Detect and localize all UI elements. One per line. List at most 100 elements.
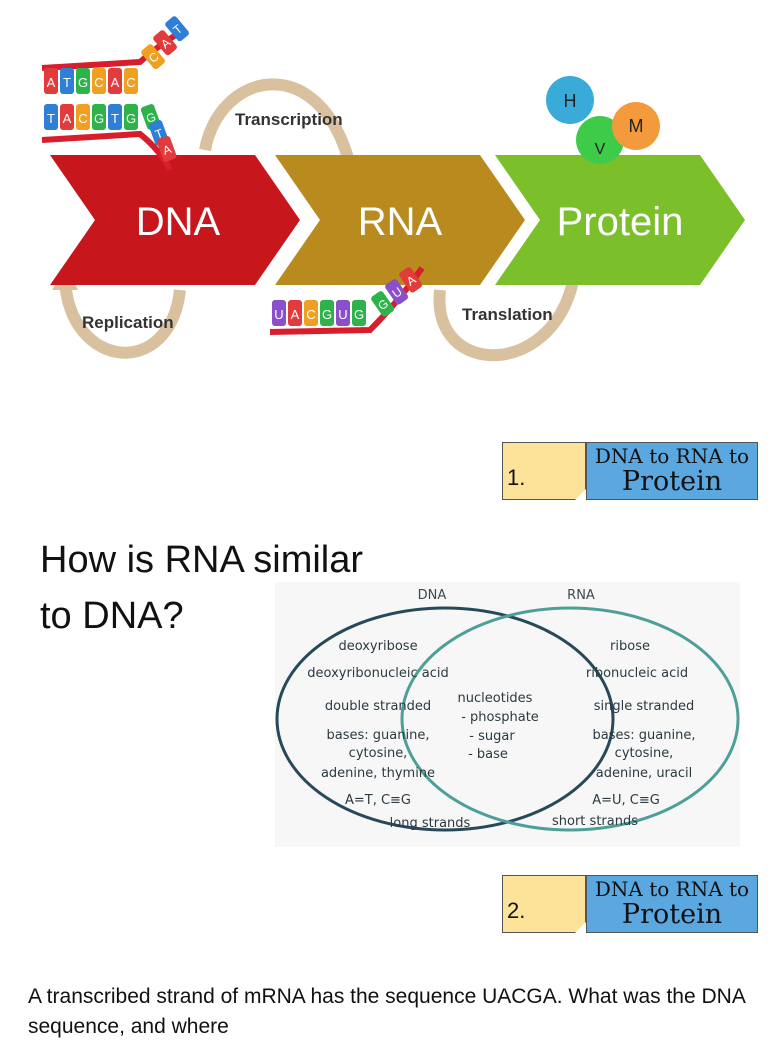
dna-bottom-base-tile [76, 104, 90, 130]
venn-rna-item: bases: guanine, [593, 728, 696, 743]
dna-top-base-tile [141, 44, 165, 70]
question-line-2: to DNA? [40, 595, 184, 637]
replication-cycle-arrow [59, 279, 186, 359]
slide-number-2-text: 2. [507, 898, 526, 923]
dna-bottom-base-tile [156, 136, 177, 162]
dna-top-base-tile [60, 68, 74, 94]
venn-shared-item: - base [468, 747, 508, 762]
rna-base-tile [320, 300, 334, 326]
slide-title-1-line2: Protein [621, 466, 723, 497]
venn-dna-circle [275, 606, 615, 832]
rna-chevron [275, 155, 525, 285]
amino-acid-m: M [629, 116, 644, 136]
dna-top-base-tile [76, 68, 90, 94]
rna-base-letter: U [274, 307, 283, 322]
dna-bottom-base-tile [124, 104, 138, 130]
dna-label: DNA [136, 200, 221, 244]
dna-top-base-letter: C [126, 75, 135, 90]
dna-top-base-letter: T [63, 75, 71, 90]
dna-top-base-tile [124, 68, 138, 94]
venn-rna-item: ribose [610, 639, 650, 654]
rna-base-tile [385, 279, 409, 305]
dna-top-base-letter: C [94, 75, 103, 90]
dna-bottom-base-tile [60, 104, 74, 130]
dna-bottom-base-letter: A [63, 111, 72, 126]
venn-rna-item: A=U, C≡G [592, 793, 660, 808]
dna-bottom-base-letter: C [78, 111, 87, 126]
dna-top-base-tile [92, 68, 106, 94]
dna-bottom-base-letter: G [126, 111, 136, 126]
folded-corner-icon [575, 488, 587, 500]
folded-corner-icon [575, 921, 587, 933]
venn-rna-circle [400, 606, 740, 832]
venn-dna-item: deoxyribose [338, 639, 417, 654]
slide-number-1-text: 1. [507, 465, 526, 490]
rna-base-tile [288, 300, 302, 326]
dna-top-base-tile [165, 16, 189, 42]
mrna-question-text: A transcribed strand of mRNA has the seq… [28, 985, 745, 1038]
rna-base-tile [336, 300, 350, 326]
dna-top-base-letter: A [47, 75, 56, 90]
venn-shared-item: - sugar [469, 729, 515, 744]
transcription-cycle-arrow [199, 78, 356, 167]
venn-rna-only-items: ribose ribonucleic acid single stranded bas… [552, 639, 695, 829]
venn-dna-title: DNA [418, 588, 447, 603]
venn-dna-item: deoxyribonucleic acid [307, 666, 448, 681]
dna-bottom-base-letter: T [111, 111, 119, 126]
protein-chevron [495, 155, 745, 285]
central-dogma-diagram: DNA RNA Protein Transcription Replicatio… [41, 16, 745, 362]
rna-base-tile [371, 291, 395, 317]
rna-label: RNA [358, 200, 443, 244]
rna-base-letter: U [338, 307, 347, 322]
amino-acid-m-bead [612, 102, 660, 150]
rna-base-letter: C [306, 307, 315, 322]
question-line-1: How is RNA similar [40, 539, 364, 581]
dna-chevron [50, 155, 300, 285]
slide-number-2: 2. [502, 875, 587, 933]
slide-title-1: DNA to RNA to Protein [586, 442, 758, 500]
dna-bottom-base-tile [108, 104, 122, 130]
slide-title-2: DNA to RNA to Protein [586, 875, 758, 933]
venn-rna-item: single stranded [594, 699, 695, 714]
venn-rna-title: RNA [567, 588, 595, 603]
rna-base-letter: A [291, 307, 300, 322]
slide-title-2-line2: Protein [621, 899, 723, 930]
rna-base-tile [304, 300, 318, 326]
dna-top-base-letter: G [78, 75, 88, 90]
venn-rna-item: short strands [552, 814, 638, 829]
venn-dna-item: cytosine, [349, 746, 408, 761]
dna-rna-venn-diagram: DNA RNA deoxyribose deoxyribonucleic acid… [275, 582, 740, 847]
dna-top-base-tile [108, 68, 122, 94]
rna-base-tile [352, 300, 366, 326]
dna-top-base-tile [44, 68, 58, 94]
venn-dna-item: A=T, C≡G [345, 793, 411, 808]
translation-label: Translation [462, 305, 553, 324]
rna-base-tile [399, 267, 423, 293]
venn-rna-item: cytosine, [615, 746, 674, 761]
replication-label: Replication [82, 313, 174, 332]
rna-base-letter: G [354, 307, 364, 322]
venn-shared-item: nucleotides [458, 691, 533, 706]
dna-bottom-base-letter: G [94, 111, 104, 126]
dna-top-base-tile [153, 30, 177, 56]
amino-acid-v-bead [576, 116, 624, 164]
dna-top-base-letter: A [111, 75, 120, 90]
amino-acid-v: V [595, 141, 606, 158]
translation-cycle-arrow [433, 269, 581, 362]
slide-tag-2: 2. DNA to RNA to Protein [502, 875, 758, 933]
slide-title-1-line1: DNA to RNA to [594, 444, 750, 468]
venn-dna-item: long strands [390, 816, 471, 831]
protein-label: Protein [557, 200, 684, 244]
amino-acid-h-bead [546, 76, 594, 124]
rna-base-letter: G [322, 307, 332, 322]
venn-shared-item: - phosphate [461, 710, 539, 725]
venn-shared-items: nucleotides - phosphate - sugar - base [458, 691, 539, 762]
venn-rna-item: ribonucleic acid [586, 666, 688, 681]
dna-bottom-base-tile [92, 104, 106, 130]
slide-tag-1: 1. DNA to RNA to Protein [502, 442, 758, 500]
venn-dna-item: bases: guanine, [327, 728, 430, 743]
amino-acid-h: H [564, 91, 577, 111]
